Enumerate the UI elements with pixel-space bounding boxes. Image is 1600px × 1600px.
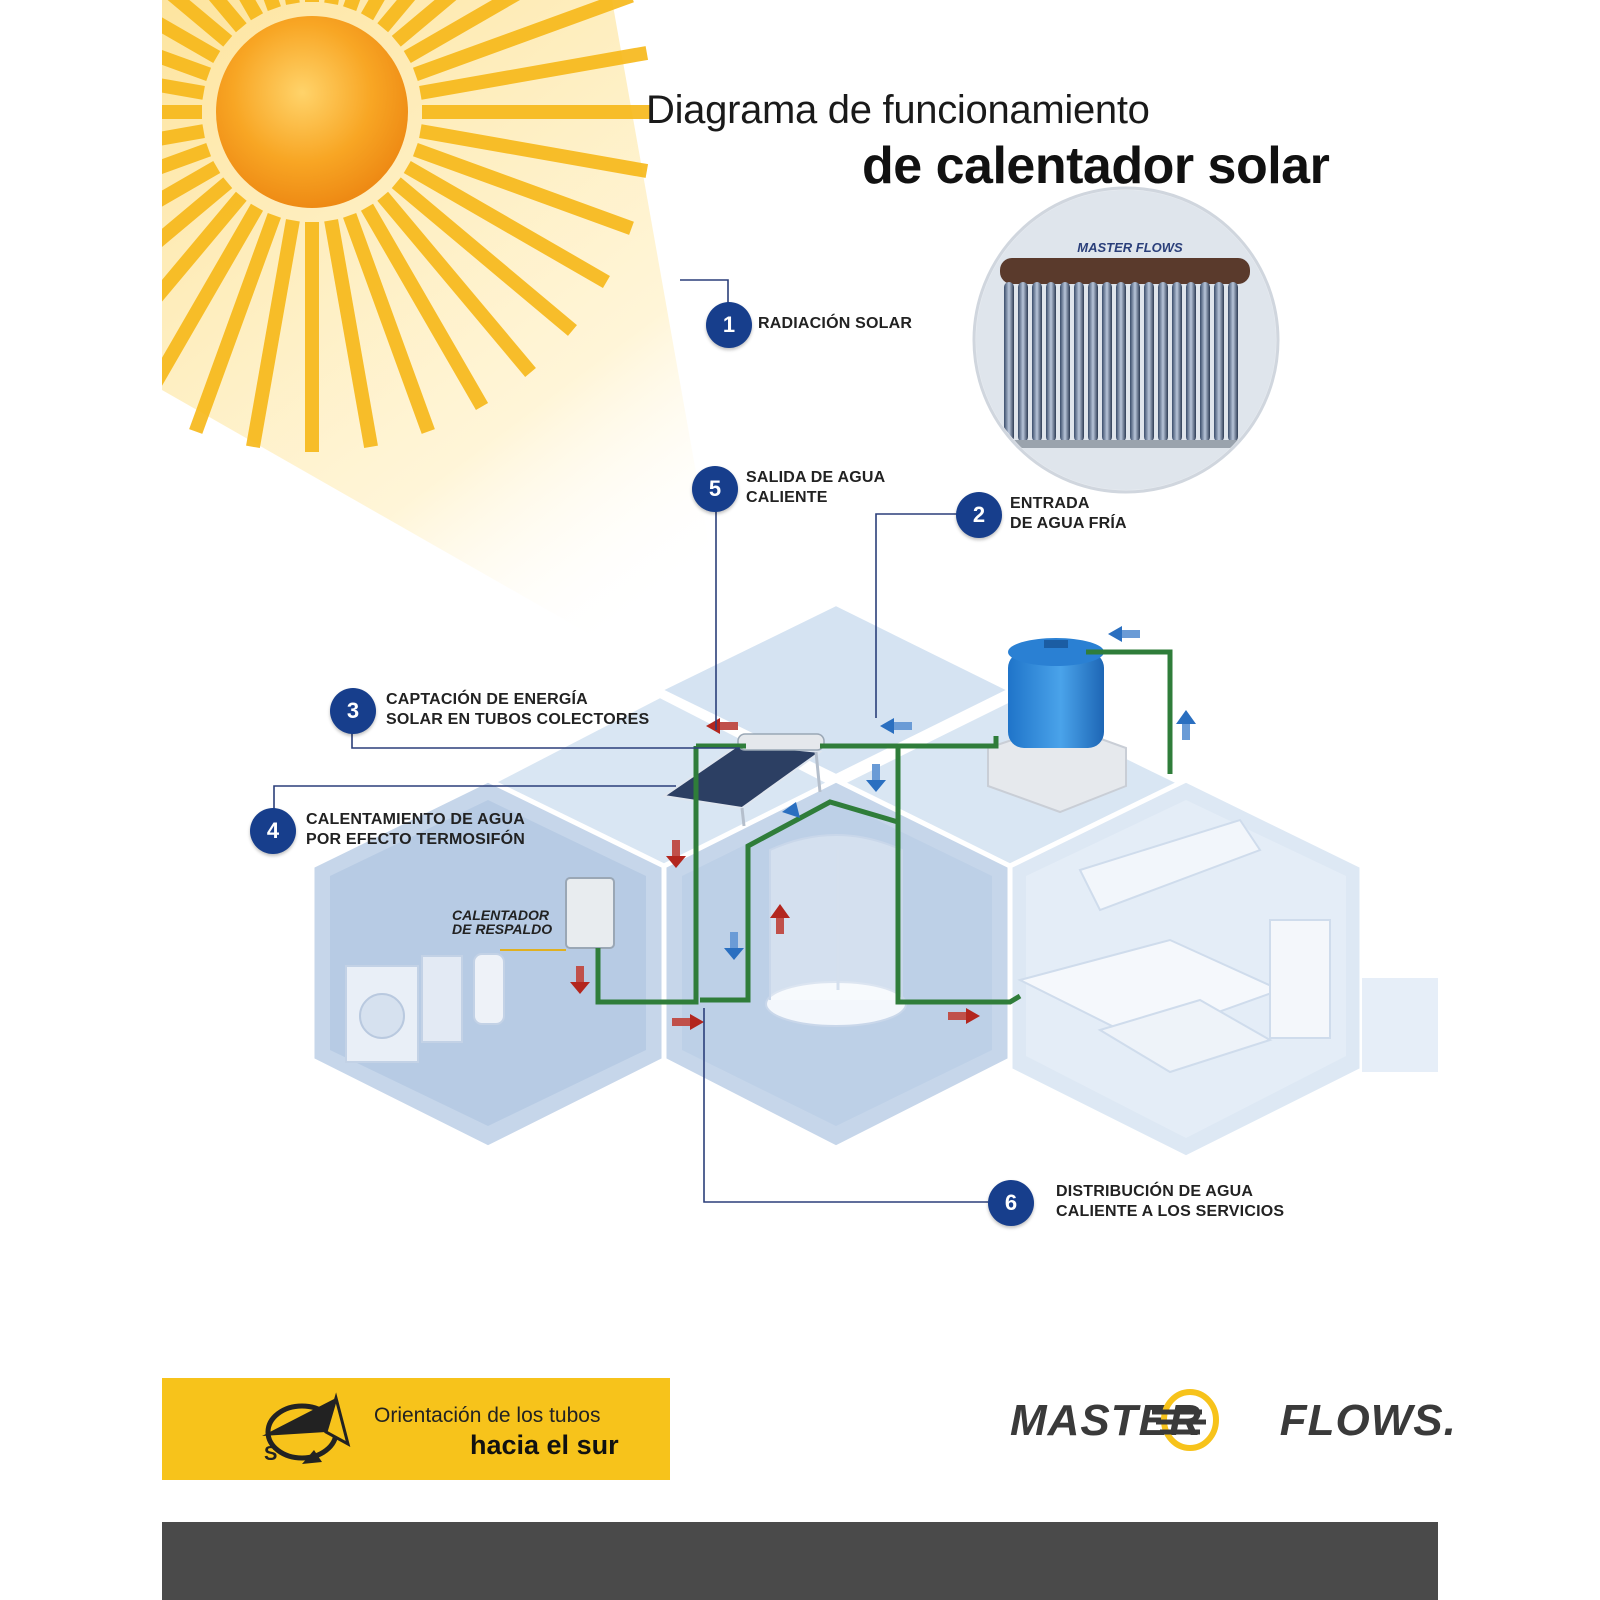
sun-ray [324,219,378,449]
sun-ray [162,191,247,302]
sun-ray [403,0,520,64]
sun-ray [162,17,221,64]
compass-icon: S [262,1392,351,1465]
collector-tube [1144,282,1154,442]
sun-ray [377,191,536,377]
orientation-line-1: Orientación de los tubos [374,1404,601,1427]
sun-ray [403,160,610,289]
sun-ray [162,49,212,81]
sun-ray [412,143,634,235]
svg-text:S: S [264,1443,277,1465]
sun-ray [162,177,233,248]
house-floorplan [309,601,1438,1161]
sun-ray [412,0,634,81]
sun-ray [343,212,435,434]
step-1-badge: 1 [706,302,752,348]
collector-tube [1074,282,1084,442]
collector-tube [1018,282,1028,442]
sun-icon [216,16,408,208]
collector-tube [1200,282,1210,442]
panel-logo: MASTER FLOWS [1077,240,1183,255]
sun-ray [419,124,649,178]
collector-tube [1214,282,1224,442]
sun-ray [162,203,264,386]
collector-tube [1032,282,1042,442]
pipes [595,649,1173,1005]
collector-tube [1116,282,1126,442]
collector-tube [1130,282,1140,442]
collector-tube [1158,282,1168,442]
orientation-banner: S Orientación de los tubos hacia el sur [162,1378,670,1480]
collector-tube [1060,282,1070,442]
sun-ray [167,0,233,47]
collector-tube [1172,282,1182,442]
flow-arrows [570,626,1196,1030]
brand-swirl-icon [1152,1389,1219,1451]
sun-ray [391,0,457,47]
solar-collector [661,733,825,827]
collector-tube [1228,282,1238,442]
step-3-badge: 3 [330,688,376,734]
title-line-2: de calentador solar [862,137,1330,195]
step-1-label: RADIACIÓN SOLAR [758,315,913,332]
collector-tube [1102,282,1112,442]
collector-tube [1004,282,1014,442]
sun-ray [162,124,205,146]
brand-part-2: FLOWS. [1279,1396,1457,1445]
orientation-line-2: hacia el sur [470,1430,619,1460]
water-tank [987,638,1127,814]
step-2-badge: 2 [956,492,1002,538]
step-6-badge: 6 [988,1180,1034,1226]
title-line-1: Diagrama de funcionamiento [646,88,1150,132]
step-5-badge: 5 [692,466,738,512]
leader-lines [273,279,988,1203]
sun-ray [360,203,489,410]
collector-tube [1088,282,1098,442]
sun-ray [162,160,221,207]
sun-ray [162,143,212,175]
footer-bar [162,1522,1438,1600]
collector-tube [1046,282,1056,442]
sun-ray [189,212,281,434]
step-4-badge: 4 [250,808,296,854]
collector-tube [1186,282,1196,442]
sun-ray [391,177,577,336]
sun-ray [419,46,649,100]
sun-ray [246,219,300,449]
product-photo: MASTER FLOWS [972,186,1280,494]
sun-ray [162,78,205,100]
